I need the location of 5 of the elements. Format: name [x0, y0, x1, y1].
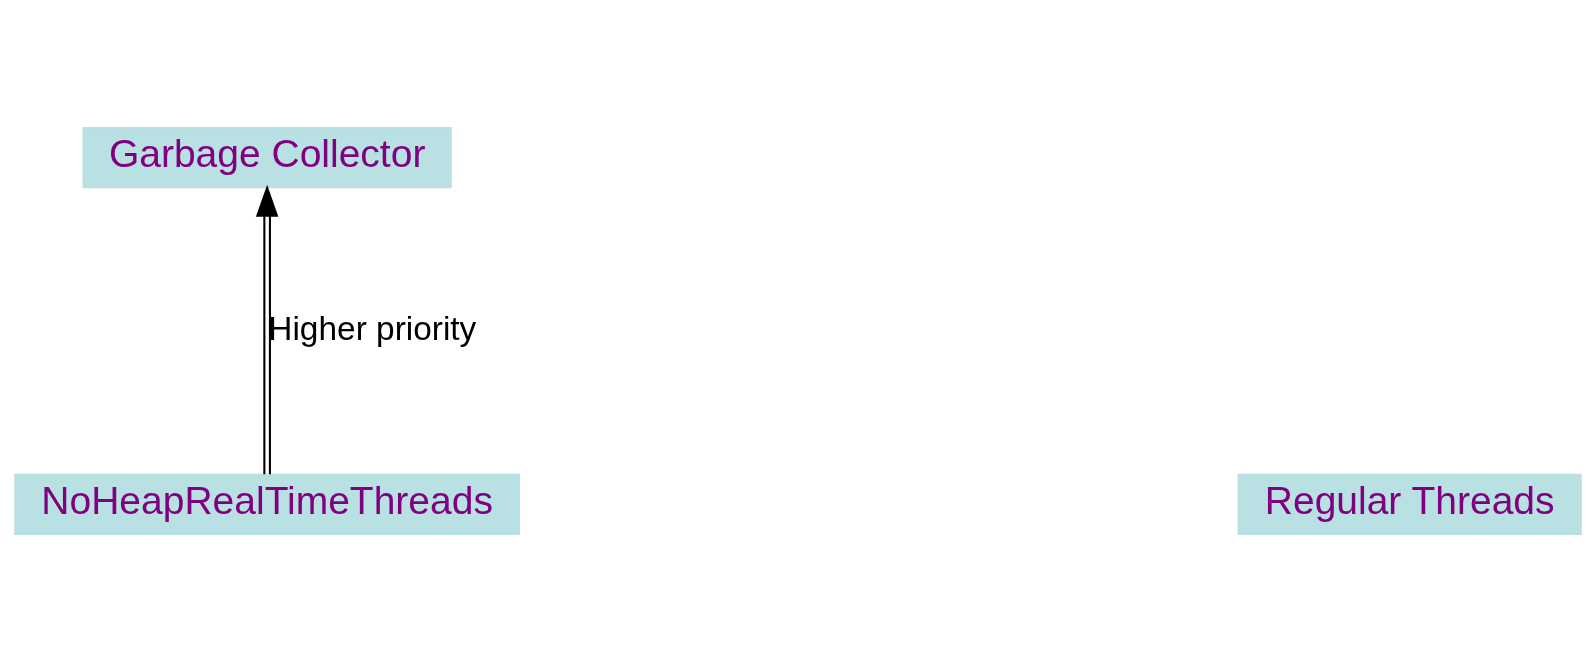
node-box: Regular Threads [1237, 473, 1582, 536]
node-box: Garbage Collector [82, 126, 452, 189]
edge-label: Higher priority [268, 309, 477, 347]
node-box: NoHeapRealTimeThreads [14, 473, 521, 536]
arrow [255, 184, 279, 475]
